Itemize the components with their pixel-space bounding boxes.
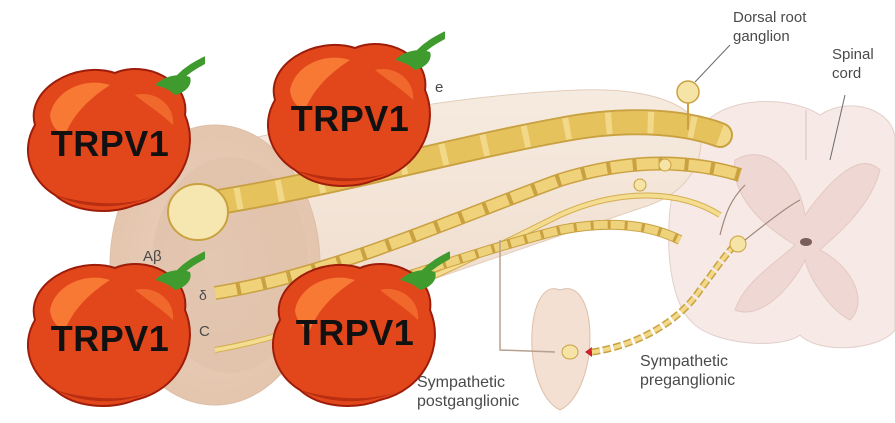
pepper-label: TRPV1	[15, 318, 205, 360]
dorsal-root-ganglion-leader	[695, 45, 730, 82]
pepper-trpv1-bottom-left: TRPV1	[15, 250, 205, 415]
dorsal-root-ganglion-label: Dorsal root ganglion	[733, 8, 806, 46]
pepper-trpv1-top-right: TRPV1	[255, 30, 445, 195]
pepper-trpv1-bottom-right: TRPV1	[260, 250, 450, 415]
pepper-label: TRPV1	[15, 123, 205, 165]
pepper-label: TRPV1	[255, 98, 445, 140]
spinal-cord-label: Spinal cord	[832, 45, 874, 83]
pepper-label: TRPV1	[260, 312, 450, 354]
sympathetic-preganglionic-label: Sympathetic preganglionic	[640, 352, 735, 390]
pepper-trpv1-top-left: TRPV1	[15, 55, 205, 220]
